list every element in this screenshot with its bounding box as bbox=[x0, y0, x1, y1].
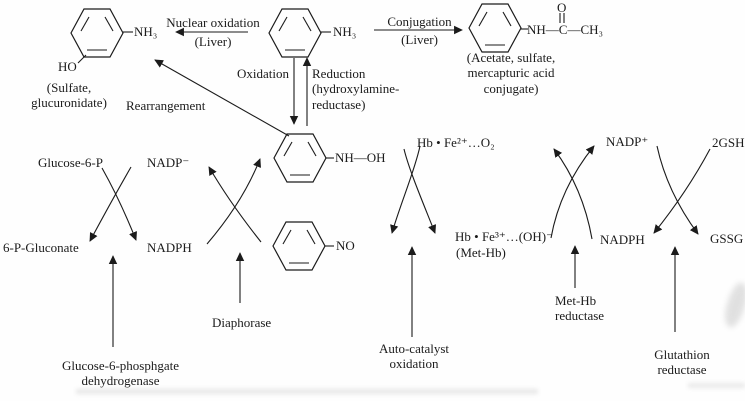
g6pd-enzyme-label: Glucose-6-phosphgate dehydrogenase bbox=[62, 358, 179, 389]
diaphorase-label: Diaphorase bbox=[212, 315, 272, 330]
autocatalyst-right-arrow bbox=[403, 148, 437, 234]
benzene-ring-nitrosobenzene bbox=[272, 221, 334, 271]
met-hb-name-label: (Met-Hb) bbox=[456, 245, 506, 260]
glucose6p-to-nadph-arrow bbox=[101, 167, 137, 241]
oxidation-label: Oxidation bbox=[237, 66, 289, 81]
acetanilide-oxygen-label: O bbox=[557, 0, 567, 15]
acetanilide-chain-label: NH—C—CH₃ bbox=[527, 22, 604, 37]
glutathione-reductase-label: Glutathion reductase bbox=[654, 347, 710, 378]
autocatalyst-left-arrow bbox=[390, 145, 421, 234]
conjugation-site-label: (Liver) bbox=[401, 32, 438, 47]
nadph-right-label: NADPH bbox=[600, 232, 645, 247]
nadp-right-label: NADP⁺ bbox=[606, 134, 649, 149]
methb-to-nadp-arrow bbox=[550, 145, 595, 239]
benzene-ring-phenylhydroxylamine bbox=[273, 133, 334, 183]
benzene-ring-acetanilide bbox=[468, 3, 565, 53]
diaphorase-left-arrow bbox=[208, 166, 262, 243]
nuclear-oxidation-label: Nuclear oxidation bbox=[166, 15, 260, 30]
benzene-ring-hydroxyaniline bbox=[70, 8, 133, 64]
hb-met-label: Hb • Fe³⁺…(OH)⁻ bbox=[455, 229, 553, 244]
nadp-to-gssg-arrow bbox=[656, 145, 699, 235]
nadp-left-label: NADP⁻ bbox=[147, 155, 190, 170]
methb-reductase-label: Met-Hb reductase bbox=[555, 293, 605, 324]
hydroxyaniline-nh3-label: NH₃ bbox=[134, 24, 158, 39]
hb-oxy-label: Hb • Fe²⁺…O₂ bbox=[417, 135, 495, 150]
nadph-left-label: NADPH bbox=[147, 240, 192, 255]
rearrangement-label: Rearrangement bbox=[126, 98, 206, 113]
nadp-to-gluconate-arrow bbox=[89, 166, 132, 242]
nuclear-oxidation-site-label: (Liver) bbox=[194, 34, 232, 49]
phenylhydroxylamine-group-label: NH—OH bbox=[335, 150, 386, 165]
nadph-to-oxyhb-arrow bbox=[553, 148, 593, 240]
conjugation-label: Conjugation bbox=[387, 14, 452, 29]
gluconate-label: 6-P-Gluconate bbox=[3, 240, 79, 255]
nitrosobenzene-group-label: NO bbox=[336, 238, 355, 253]
autocatalyst-label: Auto-catalyst oxidation bbox=[378, 341, 450, 372]
gsh-label: 2GSH bbox=[712, 135, 745, 150]
gssg-label: GSSG bbox=[710, 231, 744, 246]
reduction-label: Reduction (hydroxylamine- reductase) bbox=[312, 66, 400, 112]
diaphorase-right-arrow bbox=[206, 158, 261, 245]
aniline-nh3-label: NH₃ bbox=[333, 24, 357, 39]
sulfate-conjugates-label: (Sulfate, glucuronidate) bbox=[31, 80, 107, 111]
glucose6p-label: Glucose-6-P bbox=[38, 155, 103, 170]
hydroxyaniline-ho-label: HO bbox=[58, 59, 77, 74]
acetate-conjugates-label: (Acetate, sulfate, mercapturic acid conj… bbox=[466, 50, 556, 96]
benzene-ring-aniline bbox=[268, 8, 331, 58]
gsh-to-nadph-arrow bbox=[653, 148, 711, 234]
rearrangement-arrow bbox=[154, 59, 290, 137]
